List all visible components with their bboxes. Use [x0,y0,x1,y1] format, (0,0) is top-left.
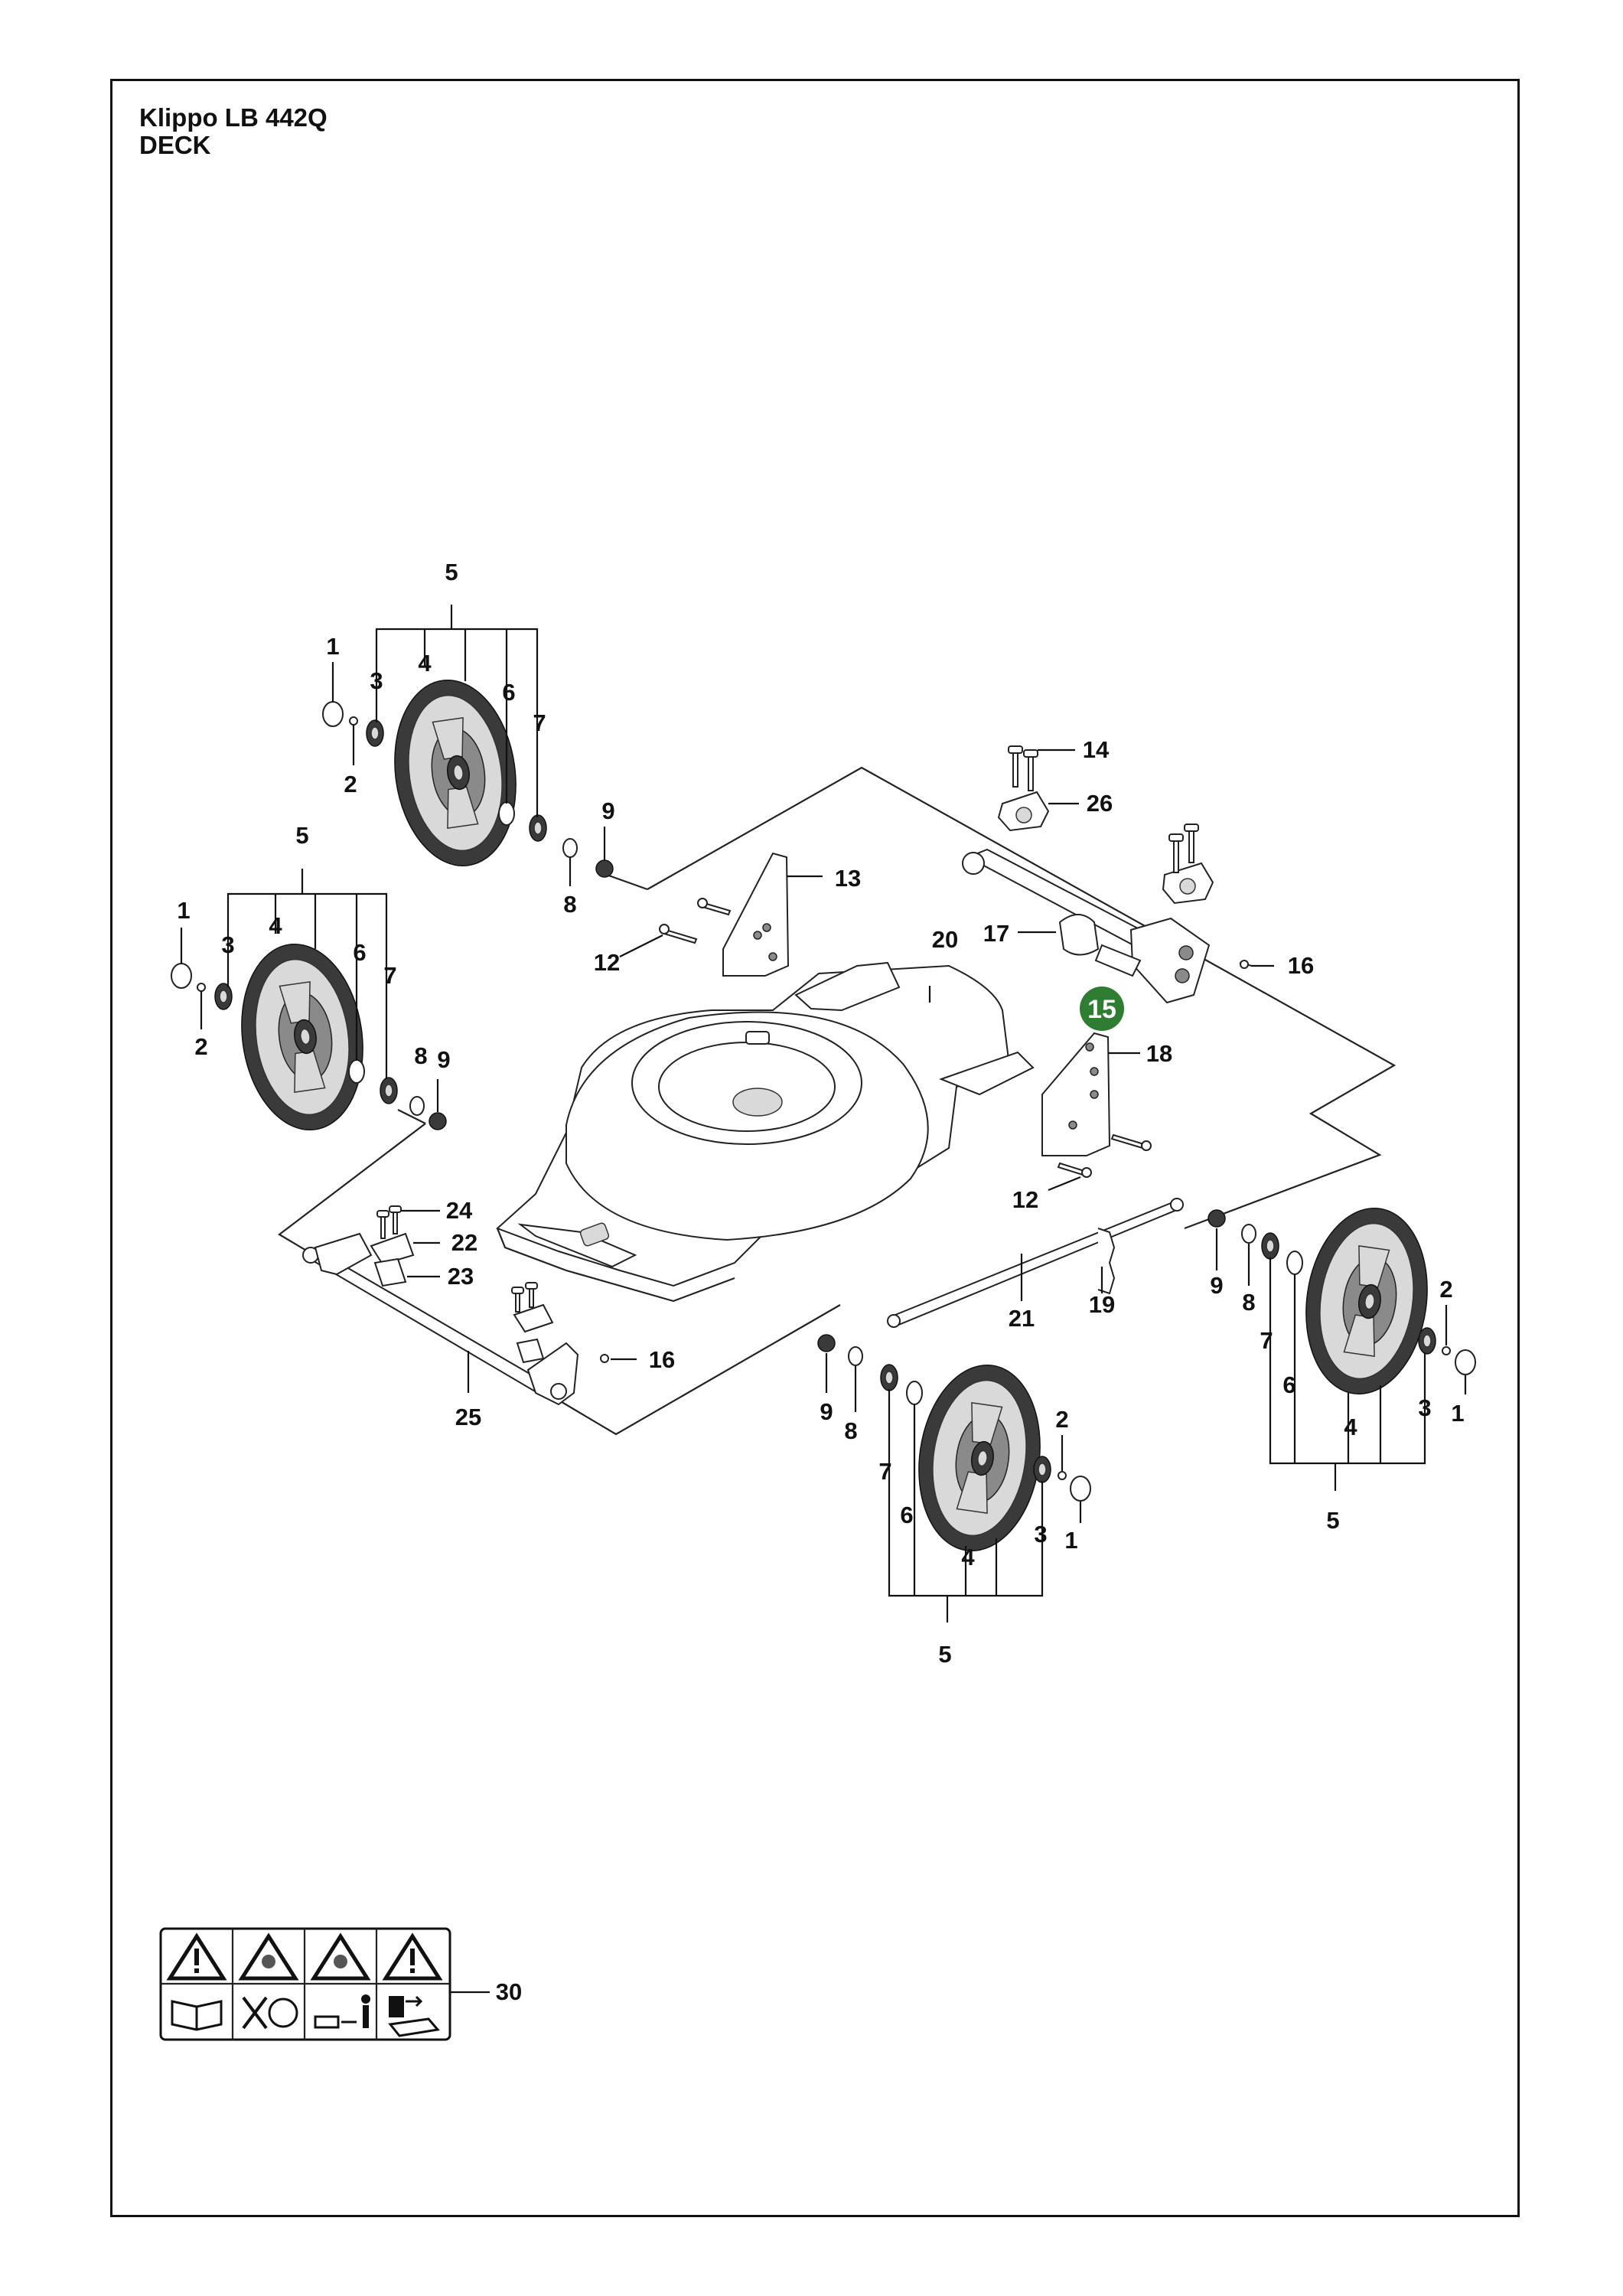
callout-7: 7 [533,709,546,736]
callout-24: 24 [446,1197,473,1224]
callout-20: 20 [932,926,958,953]
wheel-assembly-front-right [817,1334,1091,1623]
deck-housing [496,961,1035,1303]
warning-triangle-icon [238,1932,299,1981]
callout-7: 7 [878,1458,891,1485]
callout-3: 3 [370,667,383,694]
section-title: DECK [139,131,211,159]
callout-8: 8 [563,891,576,918]
callout-2: 2 [194,1033,207,1060]
callout-1: 1 [326,633,339,660]
title-block: Klippo LB 442Q DECK [139,104,328,159]
model-title: Klippo LB 442Q [139,103,328,132]
callout-1: 1 [1064,1527,1077,1554]
warning-label [159,1927,490,2041]
callout-1: 1 [177,897,190,924]
callout-16: 16 [1288,952,1314,979]
callout-5: 5 [1326,1507,1339,1534]
callout-18: 18 [1146,1040,1172,1067]
highlighted-part-marker[interactable]: 15 [1080,987,1124,1031]
callout-4: 4 [418,650,432,677]
wheel-assembly-rear-right [1207,1199,1476,1491]
callout-9: 9 [601,797,614,824]
spring-rod-assembly [887,986,1184,1328]
warning-triangle-icon [382,1932,443,1981]
callout-2: 2 [1439,1276,1452,1303]
callout-9: 9 [1210,1272,1223,1299]
callout-30: 30 [496,1978,522,2005]
callout-21: 21 [1009,1305,1035,1332]
callout-5: 5 [445,559,458,585]
callout-6: 6 [900,1502,913,1528]
callout-4: 4 [961,1544,975,1570]
callout-19: 19 [1089,1291,1115,1318]
callout-8: 8 [844,1417,857,1444]
front-axle-assembly [302,1205,637,1406]
callout-2: 2 [344,771,357,797]
callout-6: 6 [1282,1371,1295,1398]
callout-3: 3 [1418,1394,1431,1421]
warning-triangle-icon [166,1932,227,1981]
keep-distance-icon [314,1994,370,2029]
wheel-assembly-rear-left [322,605,614,886]
warning-triangle-icon [310,1932,371,1981]
blade-hazard-icon [242,1996,298,2030]
manual-book-icon [171,2000,223,2031]
callout-5: 5 [295,822,308,849]
callout-5: 5 [938,1641,951,1668]
wheel-assembly-front-left [171,869,447,1139]
callout-14: 14 [1083,736,1110,763]
highlighted-part-number: 15 [1087,995,1116,1024]
callout-8: 8 [414,1042,427,1069]
page-frame [110,79,1520,2217]
callout-4: 4 [1344,1414,1357,1440]
callout-16: 16 [649,1346,675,1373]
rear-axle-assembly [962,745,1274,1026]
callout-12: 12 [594,949,620,976]
callout-7: 7 [1260,1327,1273,1354]
callout-9: 9 [437,1046,450,1073]
callout-1: 1 [1451,1400,1464,1427]
callout-6: 6 [353,939,366,966]
callout-17: 17 [983,920,1009,947]
callout-labels: 5 1 3 4 6 7 2 9 8 5 1 3 4 6 7 2 8 9 9 8 … [177,559,1464,2005]
disconnect-spark-plug-icon [388,1995,440,2037]
callout-6: 6 [502,679,515,706]
callout-26: 26 [1087,790,1113,817]
callout-3: 3 [1034,1521,1047,1548]
callout-12: 12 [1012,1186,1038,1213]
callout-25: 25 [455,1404,481,1430]
callout-9: 9 [820,1398,833,1425]
bracket-18 [1041,1032,1152,1192]
callout-7: 7 [383,962,396,989]
callout-4: 4 [269,912,282,939]
callout-13: 13 [835,865,861,892]
callout-22: 22 [451,1229,477,1256]
callout-2: 2 [1055,1406,1068,1433]
callout-3: 3 [221,931,234,958]
callout-23: 23 [448,1263,474,1290]
callout-8: 8 [1242,1289,1255,1316]
bracket-13 [619,852,823,977]
